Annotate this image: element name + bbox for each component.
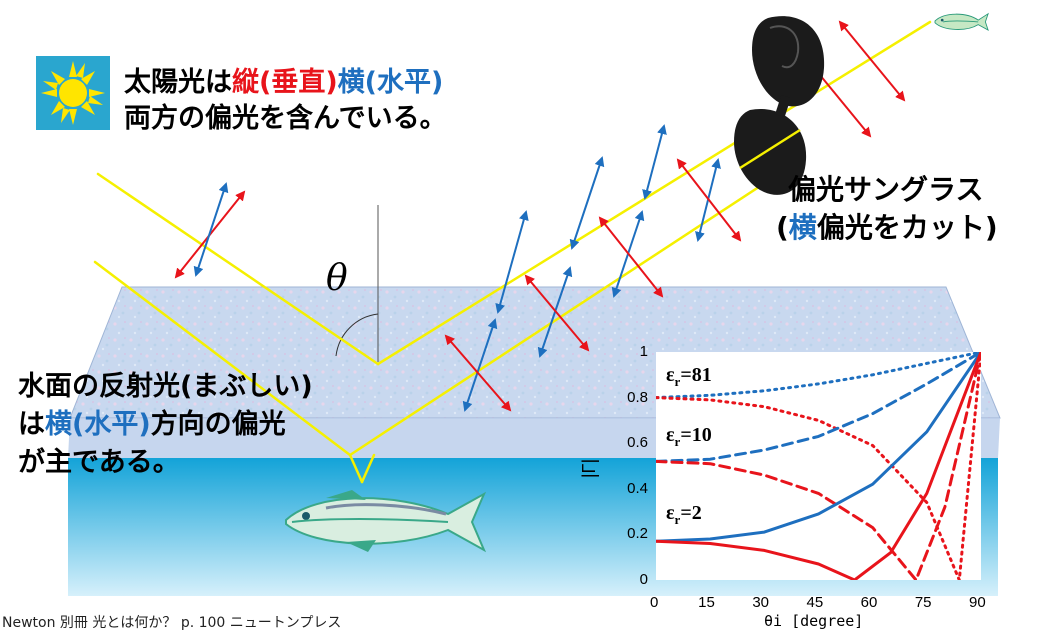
series-line-eps81-te — [654, 350, 983, 400]
y-tick-label: 0.4 — [627, 479, 648, 497]
reflection-coefficient-chart — [654, 350, 983, 582]
epsilon-annotation: εr=81 — [666, 364, 712, 389]
sunlight-text-line1: 太陽光は縦(垂直)横(水平) — [124, 60, 443, 99]
y-tick-label: 0.2 — [627, 525, 648, 543]
chart-plot-area — [654, 350, 983, 582]
series-line-eps10-tm — [654, 350, 983, 582]
x-tick-label: 75 — [914, 594, 932, 611]
x-tick-label: 45 — [806, 594, 824, 611]
y-tick-label: 0 — [639, 571, 648, 588]
y-axis-label: |Γ| — [579, 458, 600, 479]
x-tick-label: 90 — [969, 594, 986, 611]
series-line-eps10-te — [654, 350, 983, 463]
sunlight-text-prefix: 太陽光は — [124, 67, 232, 98]
x-tick-label: 30 — [752, 594, 770, 611]
epsilon-annotation: εr=10 — [666, 424, 712, 449]
y-tick-label: 0.6 — [627, 434, 648, 452]
sunglasses-text-line2: (横偏光をカット) — [776, 206, 998, 246]
horizontal-pol-label: 横(水平) — [337, 67, 444, 98]
sunglasses-open-paren: ( — [776, 211, 789, 244]
x-axis-label: θi [degree] — [764, 612, 864, 630]
series-line-eps81-tm — [654, 350, 983, 582]
y-tick-label: 0.8 — [627, 388, 648, 406]
sunglasses-text-rest: 偏光をカット) — [816, 211, 998, 244]
theta-label: θ — [326, 258, 348, 299]
small-fish-icon — [934, 12, 989, 31]
angle-arc — [335, 313, 379, 357]
x-tick-label: 0 — [650, 594, 659, 611]
sunglasses-icon — [734, 16, 825, 195]
y-tick-label: 1 — [639, 343, 648, 360]
sun-icon — [41, 61, 105, 125]
series-line-eps2-te — [654, 350, 983, 543]
series-line-eps2-tm — [654, 350, 983, 582]
x-tick-label: 15 — [698, 594, 715, 611]
epsilon-annotation: εr=2 — [666, 502, 702, 527]
sunglasses-horizontal-word: 横 — [788, 211, 817, 244]
reflection-text-line2: は横(水平)方向の偏光 — [18, 402, 286, 441]
source-caption: Newton 別冊 光とは何か？ p. 100 ニュートンプレス — [2, 615, 342, 631]
polarization-arrows — [174, 20, 906, 412]
sunglasses-text-line1: 偏光サングラス — [788, 173, 984, 206]
reflection-text-line1: 水面の反射光(まぶしい) — [18, 371, 313, 402]
x-tick-label: 60 — [860, 594, 878, 611]
vertical-pol-label: 縦(垂直) — [232, 67, 338, 98]
tuna-fish-icon — [285, 490, 487, 553]
sunlight-text-line2: 両方の偏光を含んでいる。 — [124, 103, 447, 134]
reflection-text-line3: が主である。 — [18, 447, 180, 478]
reflection-horizontal-word: 横(水平) — [45, 409, 151, 440]
reflection-text-ha: は — [18, 409, 45, 440]
reflection-text-rest: 方向の偏光 — [150, 409, 286, 440]
